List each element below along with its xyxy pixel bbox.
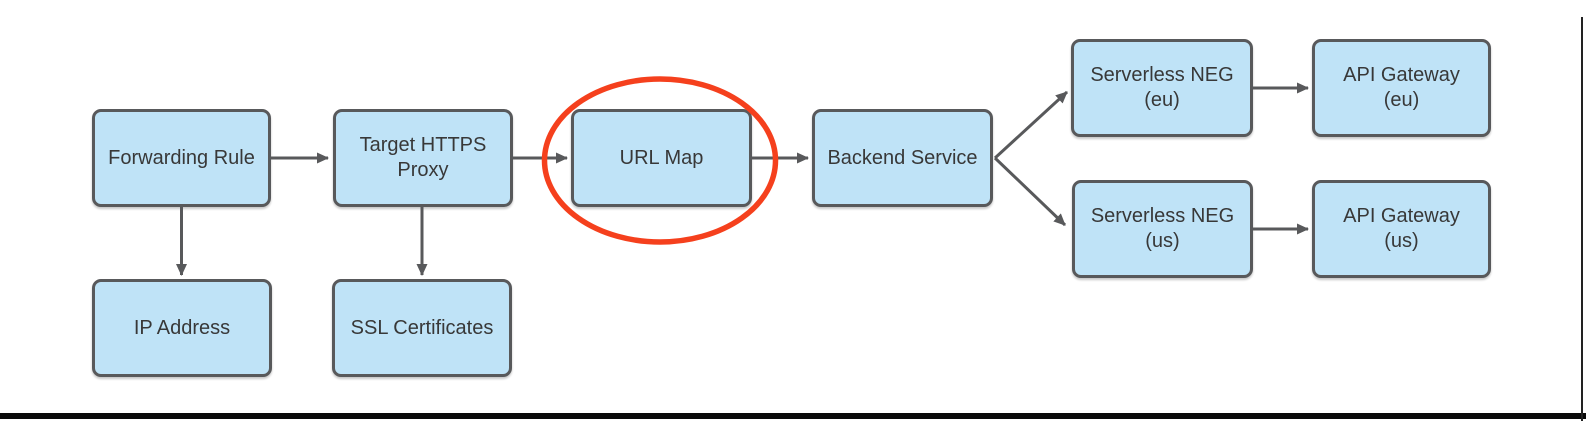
node-ip-address: IP Address (92, 279, 272, 377)
node-ssl-certificates-label: SSL Certificates (350, 316, 494, 339)
node-api-gateway-us: API Gateway (us) (1312, 180, 1491, 278)
node-target-https-proxy-label: Target HTTPS Proxy (359, 134, 487, 181)
node-serverless-neg-us-label: Serverless NEG (us) (1090, 205, 1235, 252)
edge-backend-service-to-serverless-neg-eu (993, 90, 1069, 160)
node-ip-address-label: IP Address (133, 316, 231, 339)
node-api-gateway-eu-label: API Gateway (eu) (1343, 64, 1460, 111)
node-backend-service: Backend Service (812, 109, 993, 207)
window-right-edge (1581, 17, 1583, 421)
node-ssl-certificates: SSL Certificates (332, 279, 512, 377)
node-url-map: URL Map (571, 109, 752, 207)
edge-backend-service-to-serverless-neg-us (993, 156, 1067, 227)
window-bottom-edge (0, 413, 1586, 419)
node-serverless-neg-eu: Serverless NEG (eu) (1071, 39, 1253, 137)
node-forwarding-rule: Forwarding Rule (92, 109, 271, 207)
node-api-gateway-us-label: API Gateway (us) (1343, 205, 1460, 252)
node-backend-service-label: Backend Service (827, 146, 978, 169)
node-url-map-label: URL Map (619, 146, 704, 169)
node-forwarding-rule-label: Forwarding Rule (108, 146, 255, 169)
node-serverless-neg-eu-label: Serverless NEG (eu) (1090, 64, 1234, 111)
node-target-https-proxy: Target HTTPS Proxy (333, 109, 513, 207)
node-serverless-neg-us: Serverless NEG (us) (1072, 180, 1253, 278)
node-api-gateway-eu: API Gateway (eu) (1312, 39, 1491, 137)
